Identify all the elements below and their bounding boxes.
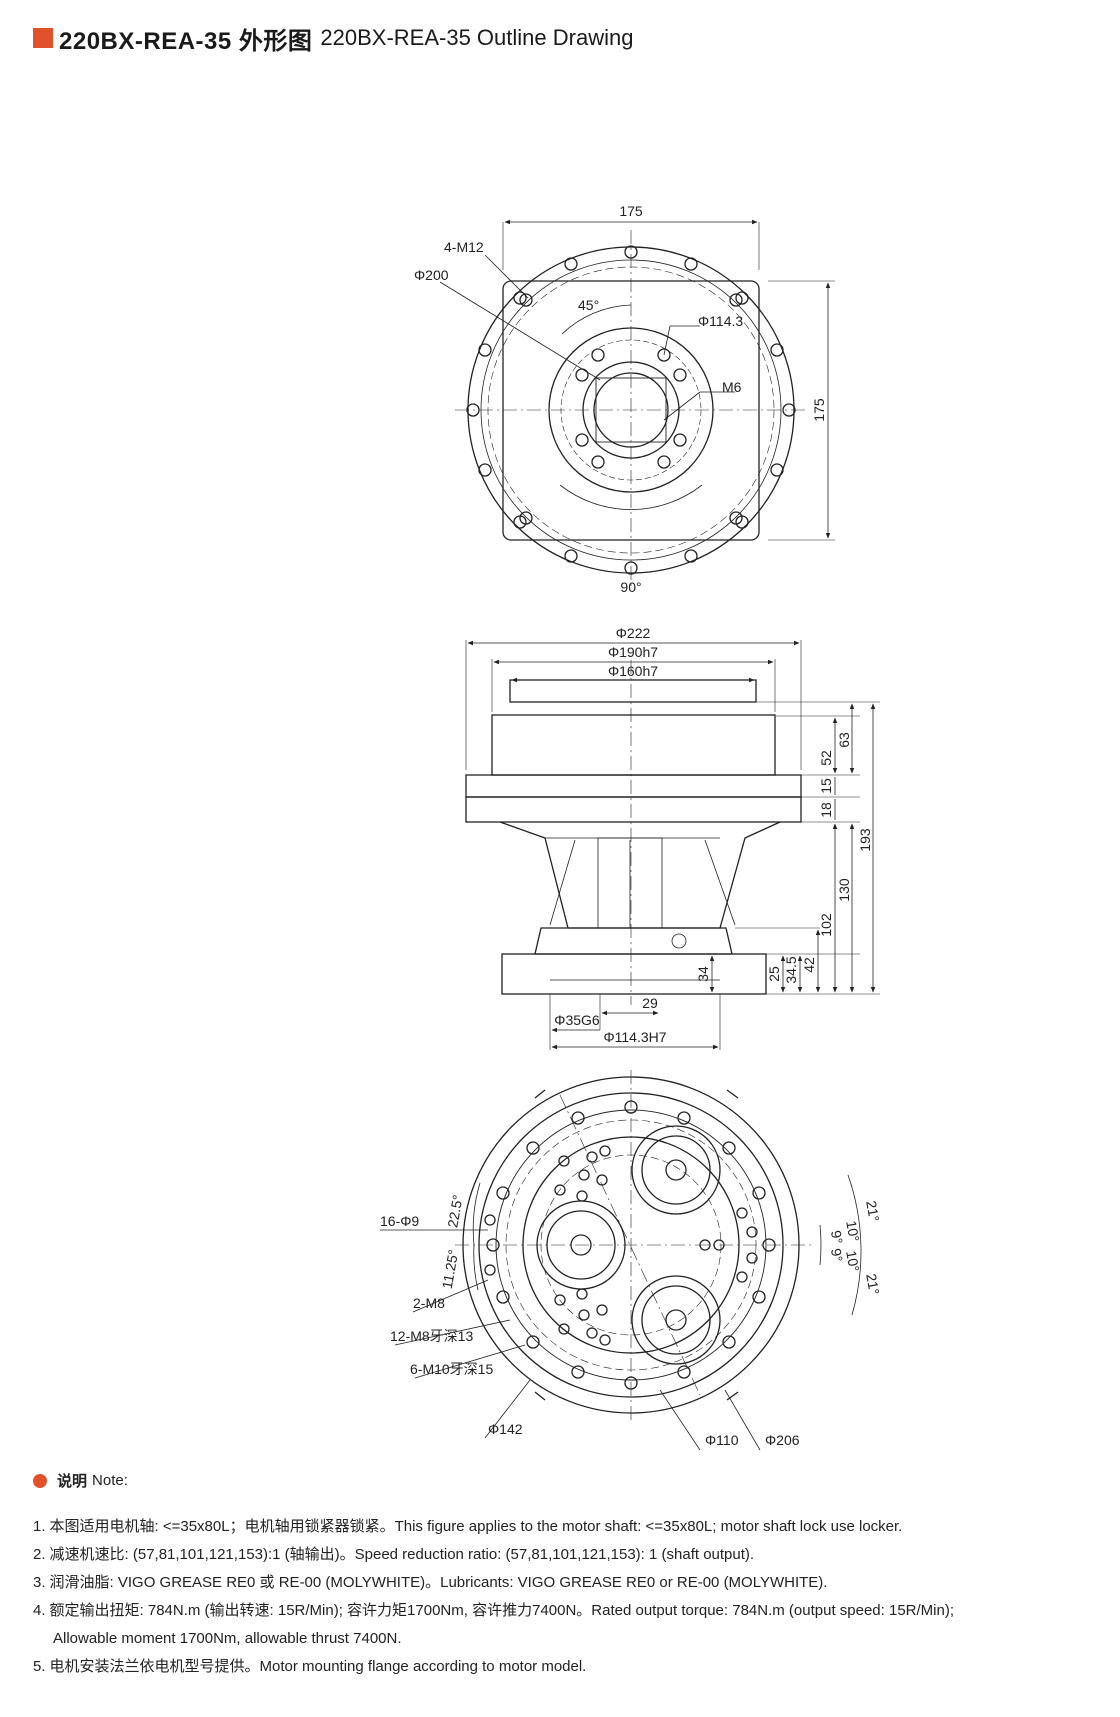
label-10deg-bottom: 10° <box>843 1249 862 1273</box>
dim-63: 63 <box>836 732 852 748</box>
label-d114-3: Φ114.3 <box>698 313 743 329</box>
label-16-d9: 16-Φ9 <box>380 1213 419 1229</box>
title-marker <box>33 28 53 48</box>
dim-130: 130 <box>836 878 852 902</box>
note-item: 3.润滑油脂: VIGO GREASE RE0 或 RE-00 (MOLYWHI… <box>33 1574 828 1591</box>
bottom-view <box>380 1070 862 1451</box>
dim-42: 42 <box>801 957 817 973</box>
label-22-5deg: 22.5° <box>444 1194 465 1229</box>
label-d110: Φ110 <box>705 1432 739 1448</box>
label-d160h7: Φ160h7 <box>608 663 658 679</box>
notes-header: 说明 Note: <box>33 1470 1093 1491</box>
dim-25: 25 <box>766 966 782 982</box>
note-item: 5.电机安装法兰依电机型号提供。Motor mounting flange ac… <box>33 1658 587 1675</box>
dim-34: 34 <box>695 966 711 982</box>
label-90deg: 90° <box>620 579 641 595</box>
label-d35g6: Φ35G6 <box>554 1012 600 1028</box>
label-11-25deg: 11.25° <box>439 1248 462 1290</box>
dim-193: 193 <box>857 828 873 852</box>
label-4-m12: 4-M12 <box>444 239 484 255</box>
note-item-continued: Allowable moment 1700Nm, allowable thrus… <box>53 1630 402 1647</box>
dim-175-h: 175 <box>619 203 643 219</box>
dim-52: 52 <box>818 750 834 766</box>
label-d142: Φ142 <box>488 1421 523 1437</box>
label-2-m8: 2-M8 <box>413 1295 445 1311</box>
page-title: 220BX-REA-35 外形图 <box>59 27 313 55</box>
dim-15: 15 <box>818 778 834 794</box>
dim-29: 29 <box>642 995 658 1011</box>
label-21deg-top: 21° <box>863 1199 882 1223</box>
label-12-m8: 12-M8牙深13 <box>390 1328 473 1344</box>
label-10deg-top: 10° <box>843 1219 862 1243</box>
label-d206: Φ206 <box>765 1432 800 1448</box>
dim-102: 102 <box>818 913 834 937</box>
notes-title-en: Note: <box>92 1472 128 1489</box>
label-45deg: 45° <box>578 297 599 313</box>
notes-section: 说明 Note: 1.本图适用电机轴: <=35x80L；电机轴用锁紧器锁紧。T… <box>33 1470 1093 1681</box>
label-d200: Φ200 <box>414 267 449 283</box>
page-header: 220BX-REA-35 外形图 220BX-REA-35 Outline Dr… <box>33 22 634 55</box>
label-d114-3h7: Φ114.3H7 <box>603 1029 666 1045</box>
label-6-m10: 6-M10牙深15 <box>410 1361 493 1377</box>
label-m6: M6 <box>722 379 742 395</box>
note-item: 1.本图适用电机轴: <=35x80L；电机轴用锁紧器锁紧。This figur… <box>33 1518 903 1535</box>
label-9deg-bottom: 9° <box>828 1247 846 1263</box>
side-view <box>465 640 880 1050</box>
dim-175-v: 175 <box>811 398 827 422</box>
dim-18: 18 <box>818 802 834 818</box>
dim-34-5: 34.5 <box>783 956 799 983</box>
page-subtitle: 220BX-REA-35 Outline Drawing <box>320 25 634 50</box>
note-item: 4.额定输出扭矩: 784N.m (输出转速: 15R/Min); 容许力矩17… <box>33 1602 955 1619</box>
top-view <box>439 219 835 590</box>
bullet-icon <box>33 1473 47 1488</box>
label-d222: Φ222 <box>616 625 651 641</box>
label-9deg-top: 9° <box>828 1229 846 1245</box>
note-item: 2.减速机速比: (57,81,101,121,153):1 (轴输出)。Spe… <box>33 1546 755 1563</box>
label-21deg-bottom: 21° <box>863 1272 882 1296</box>
label-d190h7: Φ190h7 <box>608 644 658 660</box>
notes-title-cn: 说明 <box>57 1473 88 1490</box>
